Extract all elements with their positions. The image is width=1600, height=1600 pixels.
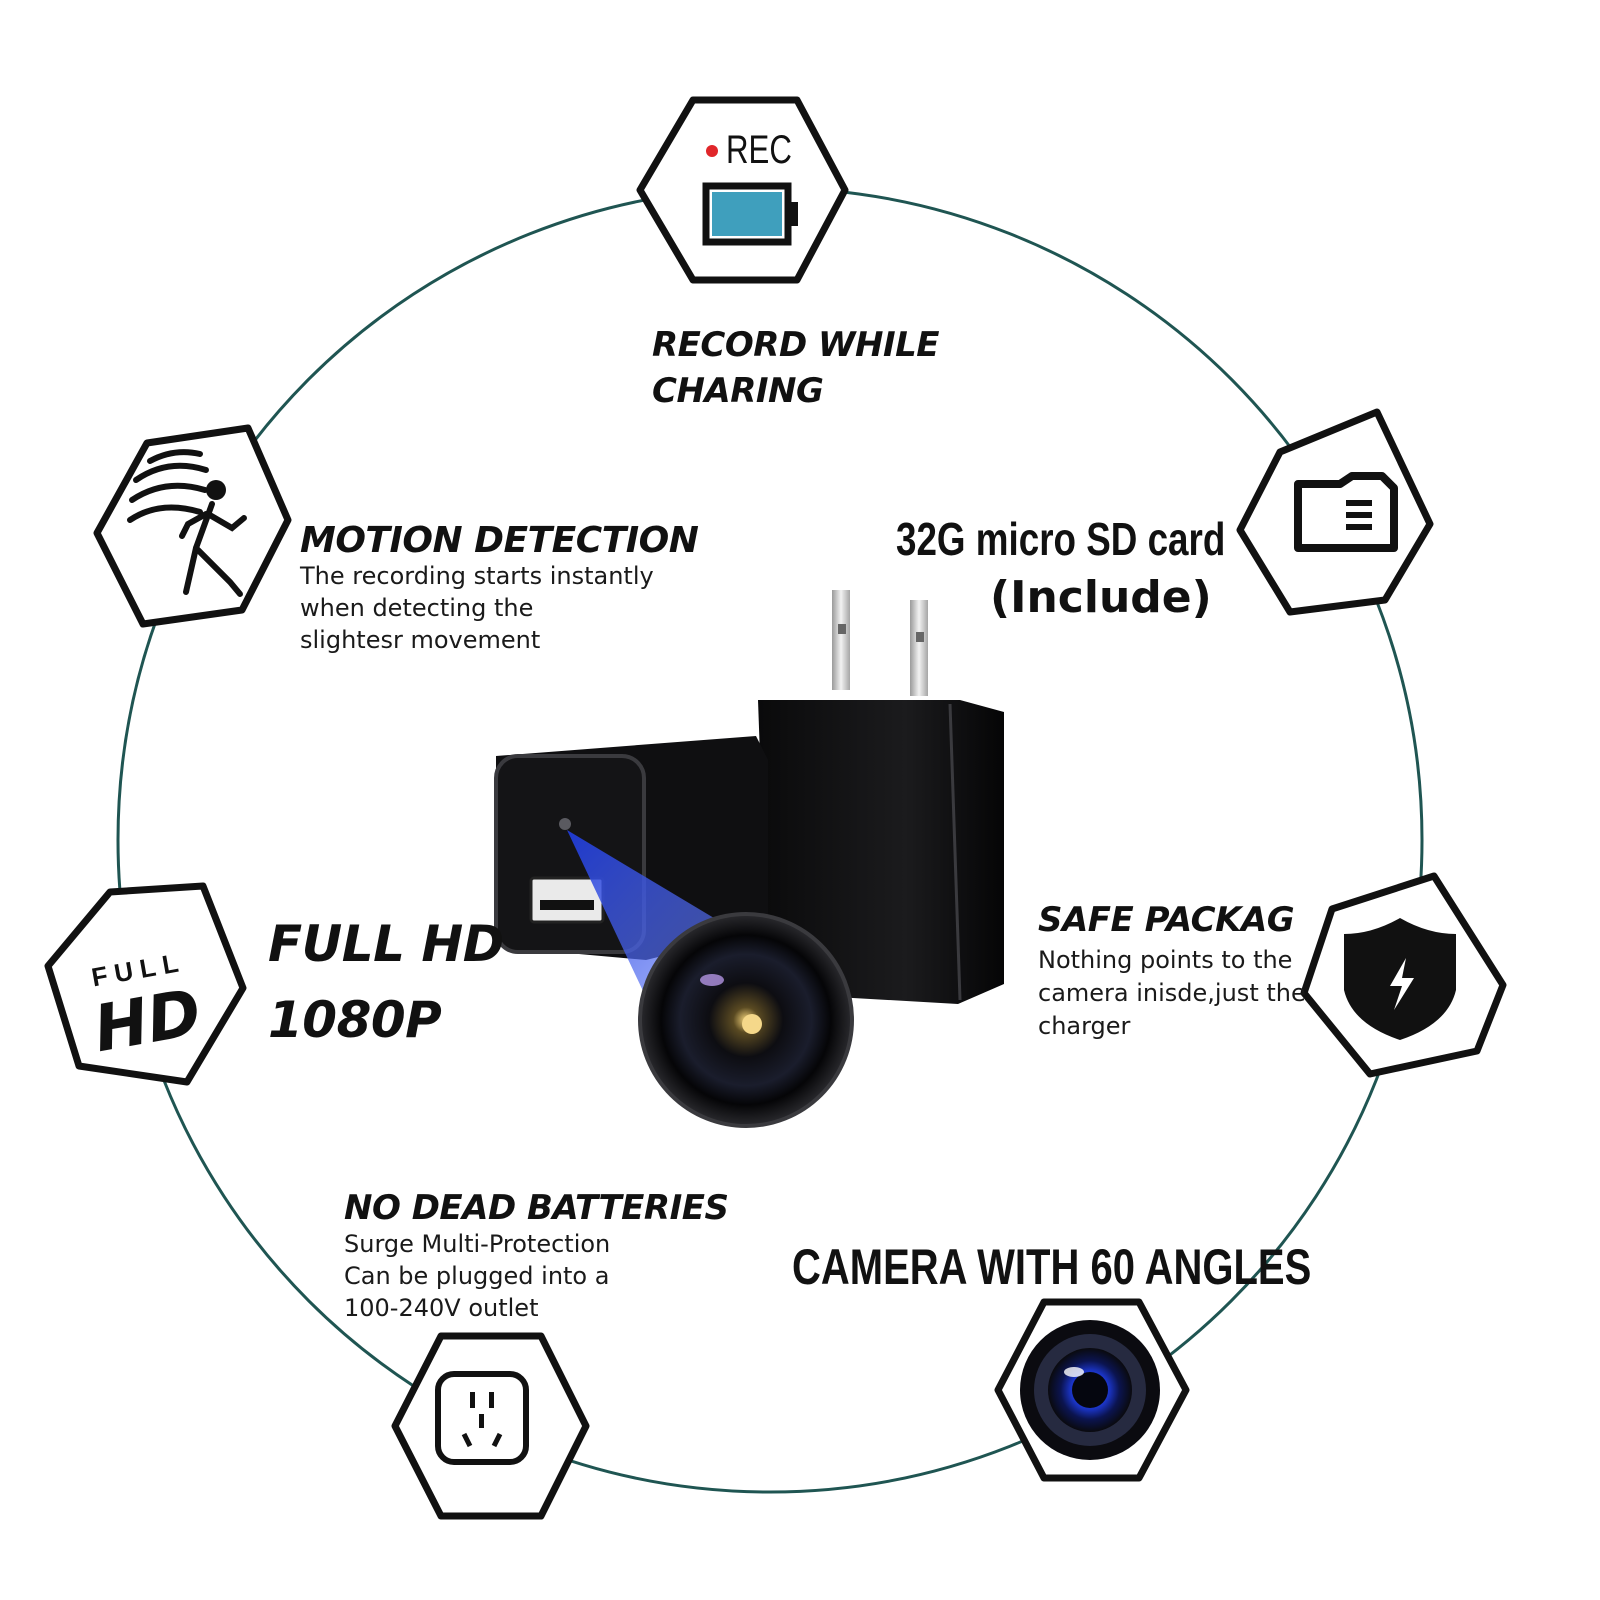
full-hd-icon-main: HD <box>89 976 207 1067</box>
sd-card-icon <box>1294 472 1398 552</box>
rec-label: REC <box>726 128 792 172</box>
hex-record <box>636 96 849 284</box>
shield-icon <box>1344 918 1456 1040</box>
battery-fill <box>712 192 782 236</box>
rec-dot <box>706 145 718 157</box>
record-title: RECORD WHILE CHARING <box>652 322 940 414</box>
safe-desc-line2: camera inisde,just the <box>1038 979 1306 1007</box>
fullhd-title-line1: FULL HD <box>268 915 504 973</box>
battery-desc-line1: Surge Multi-Protection <box>344 1230 611 1258</box>
power-outlet-icon <box>435 1371 529 1465</box>
hex-fullhd <box>44 882 247 1086</box>
motion-desc-line1: The recording starts instantly <box>300 562 654 590</box>
sdcard-title: 32G micro SD card <box>896 513 1226 565</box>
usb-charger-camera <box>494 590 1004 1128</box>
safe-desc: Nothing points to the camera inisde,just… <box>1038 944 1306 1043</box>
battery-tip <box>788 202 798 226</box>
motion-desc: The recording starts instantly when dete… <box>300 560 654 656</box>
record-title-line1: RECORD WHILE <box>652 325 940 365</box>
full-hd-icon-graphic: FULL HD <box>89 946 207 1067</box>
camera-lens-icon <box>1020 1320 1160 1460</box>
battery-desc-line3: 100-240V outlet <box>344 1294 539 1322</box>
sdcard-subtitle: (Include) <box>990 572 1212 623</box>
hex-sdcard <box>1236 408 1434 616</box>
safe-desc-line1: Nothing points to the <box>1038 946 1293 974</box>
motion-sensor-icon <box>127 449 247 597</box>
safe-title: SAFE PACKAG <box>1038 900 1295 940</box>
battery-desc: Surge Multi-Protection Can be plugged in… <box>344 1228 610 1324</box>
motion-desc-line2: when detecting the <box>300 594 534 622</box>
motion-desc-line3: slightesr movement <box>300 626 541 654</box>
rec-battery-icon <box>702 145 798 246</box>
angles-title: CAMERA WITH 60 ANGLES <box>792 1239 1312 1295</box>
hex-battery <box>391 1332 590 1520</box>
motion-title: MOTION DETECTION <box>300 520 699 561</box>
record-title-line2: CHARING <box>652 371 824 411</box>
hex-motion <box>93 424 292 628</box>
battery-desc-line2: Can be plugged into a <box>344 1262 610 1290</box>
battery-title: NO DEAD BATTERIES <box>344 1188 729 1228</box>
safe-desc-line3: charger <box>1038 1012 1131 1040</box>
fullhd-title-line2: 1080P <box>268 991 442 1049</box>
fullhd-title: FULL HD 1080P <box>268 906 504 1058</box>
